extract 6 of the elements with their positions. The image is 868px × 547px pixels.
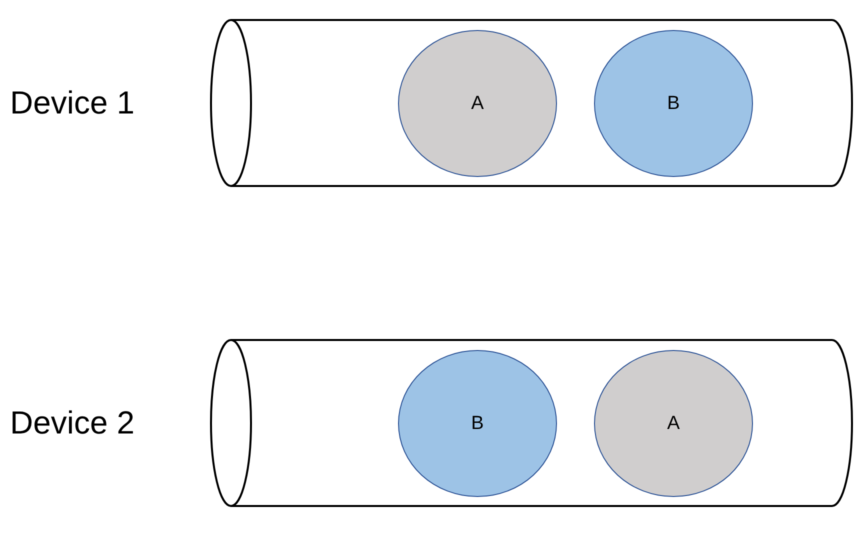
device-label: Device 1 <box>10 84 134 122</box>
circle-label: B <box>471 412 484 434</box>
circle-label: B <box>667 92 680 114</box>
device-label: Device 2 <box>10 404 134 442</box>
circle-label: A <box>667 412 680 434</box>
circle-label: A <box>471 92 484 114</box>
